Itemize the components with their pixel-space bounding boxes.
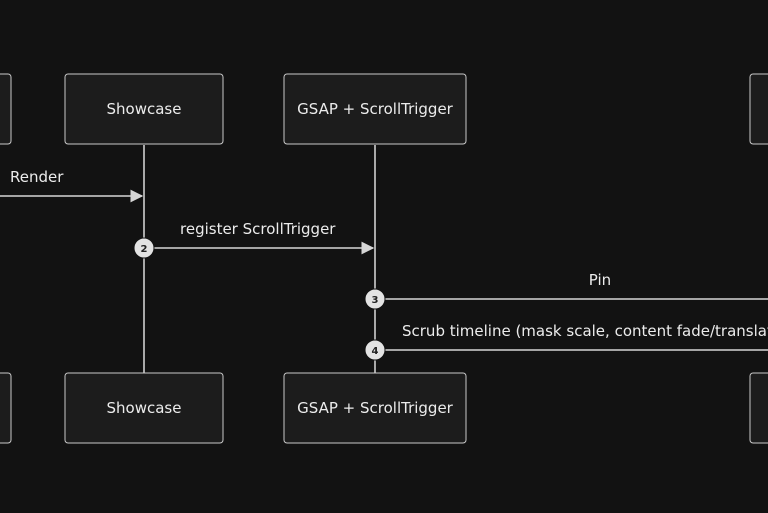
actor-showcase-bottom: Showcase <box>64 372 224 444</box>
sequence-number: 2 <box>141 244 148 255</box>
actor-gsap-top-label: GSAP + ScrollTrigger <box>297 100 454 118</box>
message-pin: Pin 3 <box>364 271 768 310</box>
actor-showcase-top: Showcase <box>64 73 224 145</box>
message-scrub: Scrub timeline (mask scale, content fade… <box>364 322 768 361</box>
message-register-label: register ScrollTrigger <box>180 220 336 238</box>
sequence-number-badge <box>364 339 386 361</box>
actor-left-bottom <box>0 372 12 444</box>
sequence-number-badge <box>133 237 155 259</box>
actor-gsap-bottom: GSAP + ScrollTrigger <box>283 372 467 444</box>
sequence-number: 4 <box>372 346 379 357</box>
sequence-number-badge <box>364 288 386 310</box>
actor-gsap-bottom-label: GSAP + ScrollTrigger <box>297 399 454 417</box>
actor-left-top <box>0 73 12 145</box>
actor-right-top <box>749 73 768 145</box>
actor-gsap-top: GSAP + ScrollTrigger <box>283 73 467 145</box>
actor-right-bottom <box>749 372 768 444</box>
message-render: Render <box>0 168 144 203</box>
actor-showcase-bottom-label: Showcase <box>107 399 182 417</box>
actor-showcase-top-label: Showcase <box>107 100 182 118</box>
message-render-label: Render <box>10 168 64 186</box>
message-pin-label: Pin <box>589 271 611 289</box>
sequence-number: 3 <box>372 295 379 306</box>
message-scrub-label: Scrub timeline (mask scale, content fade… <box>402 322 768 340</box>
message-register: register ScrollTrigger 2 <box>133 220 375 259</box>
